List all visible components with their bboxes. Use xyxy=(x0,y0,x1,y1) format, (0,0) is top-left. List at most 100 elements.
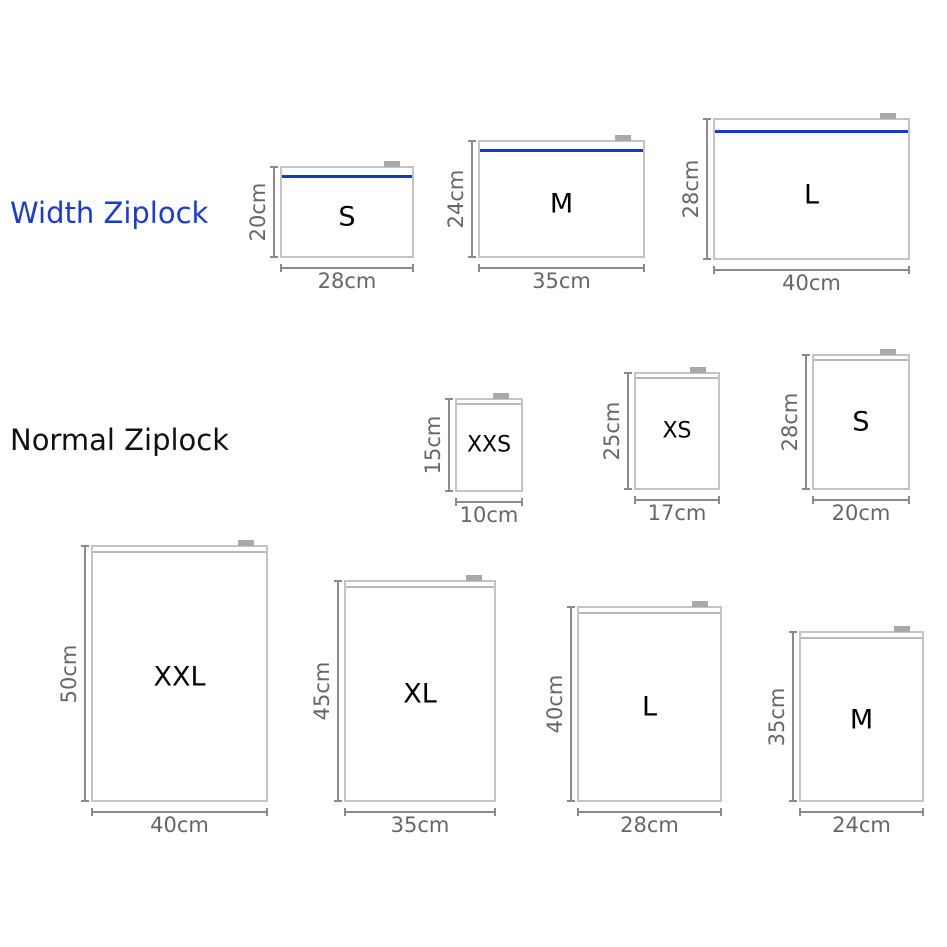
zipper-slider-icon xyxy=(894,626,910,632)
width-dimension-line xyxy=(713,269,910,271)
dimension-tick xyxy=(494,808,496,816)
height-label: 45cm xyxy=(310,661,334,721)
height-dimension-line xyxy=(448,398,450,492)
height-dimension-line xyxy=(792,631,794,802)
dimension-tick xyxy=(468,256,476,258)
width-label: 35cm xyxy=(390,813,450,837)
zipper-line xyxy=(814,359,908,361)
width-label: 35cm xyxy=(532,269,591,293)
width-dimension-line xyxy=(799,811,924,813)
normal-bag-outline: XL xyxy=(344,575,496,802)
height-dimension-line xyxy=(84,545,86,802)
width-dimension-line xyxy=(812,499,910,501)
blue-zipper-line xyxy=(480,149,643,152)
dimension-tick xyxy=(718,496,720,504)
blue-zipper-line xyxy=(715,130,908,133)
height-dimension-line xyxy=(627,372,629,490)
normal-bag-outline: L xyxy=(577,601,722,802)
height-dimension-line xyxy=(805,354,807,490)
dimension-tick xyxy=(266,808,268,816)
zipper-slider-icon xyxy=(692,601,708,607)
dimension-tick xyxy=(270,166,278,168)
width-dimension-line xyxy=(577,811,722,813)
width-label: 40cm xyxy=(150,813,209,837)
dimension-tick xyxy=(713,266,715,274)
width-bag-outline: L xyxy=(713,113,910,260)
dimension-tick xyxy=(521,498,523,506)
zipper-line xyxy=(93,551,266,553)
normal-bag-outline: S xyxy=(812,349,910,490)
dimension-tick xyxy=(624,488,632,490)
width-label: 28cm xyxy=(620,813,679,837)
size-label: XL xyxy=(403,678,437,710)
height-dimension-line xyxy=(471,140,473,258)
zipper-slider-icon xyxy=(880,113,896,119)
dimension-tick xyxy=(908,496,910,504)
height-label: 28cm xyxy=(679,159,703,219)
dimension-tick xyxy=(445,398,453,400)
size-label: S xyxy=(338,201,356,232)
width-ziplock-title: Width Ziplock xyxy=(10,196,209,230)
dimension-tick xyxy=(802,354,810,356)
dimension-tick xyxy=(703,258,711,260)
width-dimension-line xyxy=(455,501,523,503)
width-label: 17cm xyxy=(647,501,707,525)
size-label: XS xyxy=(662,418,692,444)
zipper-slider-icon xyxy=(493,393,509,399)
height-label: 25cm xyxy=(600,401,624,461)
zipper-slider-icon xyxy=(466,575,482,581)
width-label: 24cm xyxy=(832,813,891,837)
size-label: XXL xyxy=(153,661,206,692)
dimension-tick xyxy=(802,488,810,490)
dimension-tick xyxy=(344,808,346,816)
size-label: L xyxy=(641,691,658,723)
normal-bag-outline: M xyxy=(799,626,924,802)
zipper-slider-icon xyxy=(384,161,400,167)
dimension-tick xyxy=(468,140,476,142)
normal-bag-outline: XS xyxy=(634,367,720,490)
height-label: 35cm xyxy=(765,687,789,746)
normal-bag-outline: XXL xyxy=(91,540,268,802)
dimension-tick xyxy=(577,808,579,816)
width-dimension-line xyxy=(634,499,720,501)
height-label: 50cm xyxy=(57,644,81,703)
dimension-tick xyxy=(720,808,722,816)
dimension-tick xyxy=(81,545,89,547)
zipper-slider-icon xyxy=(615,135,631,141)
size-label: S xyxy=(852,406,870,438)
height-dimension-line xyxy=(337,580,339,802)
size-label: M xyxy=(549,188,574,219)
width-dimension-line xyxy=(280,267,414,269)
zipper-line xyxy=(636,377,718,379)
height-dimension-line xyxy=(706,118,708,260)
dimension-tick xyxy=(789,800,797,802)
width-bag-outline: S xyxy=(280,161,414,258)
height-dimension-line xyxy=(570,606,572,802)
height-label: 20cm xyxy=(246,182,270,242)
dimension-tick xyxy=(280,264,282,272)
zipper-slider-icon xyxy=(690,367,706,373)
dimension-tick xyxy=(703,118,711,120)
dimension-tick xyxy=(634,496,636,504)
width-label: 10cm xyxy=(459,503,519,527)
zipper-line xyxy=(346,586,494,588)
dimension-tick xyxy=(478,264,480,272)
width-dimension-line xyxy=(344,811,496,813)
dimension-tick xyxy=(455,498,457,506)
width-dimension-line xyxy=(91,811,268,813)
width-bag-outline: M xyxy=(478,135,645,258)
height-label: 24cm xyxy=(444,169,468,229)
normal-bag-outline: XXS xyxy=(455,393,523,492)
zipper-slider-icon xyxy=(880,349,896,355)
dimension-tick xyxy=(567,606,575,608)
dimension-tick xyxy=(567,800,575,802)
dimension-tick xyxy=(81,800,89,802)
dimension-tick xyxy=(91,808,93,816)
height-label: 40cm xyxy=(543,674,567,734)
width-label: 28cm xyxy=(317,269,377,293)
dimension-tick xyxy=(908,266,910,274)
dimension-tick xyxy=(643,264,645,272)
width-label: 20cm xyxy=(831,501,891,525)
zipper-slider-icon xyxy=(238,540,254,546)
height-label: 28cm xyxy=(778,392,802,452)
